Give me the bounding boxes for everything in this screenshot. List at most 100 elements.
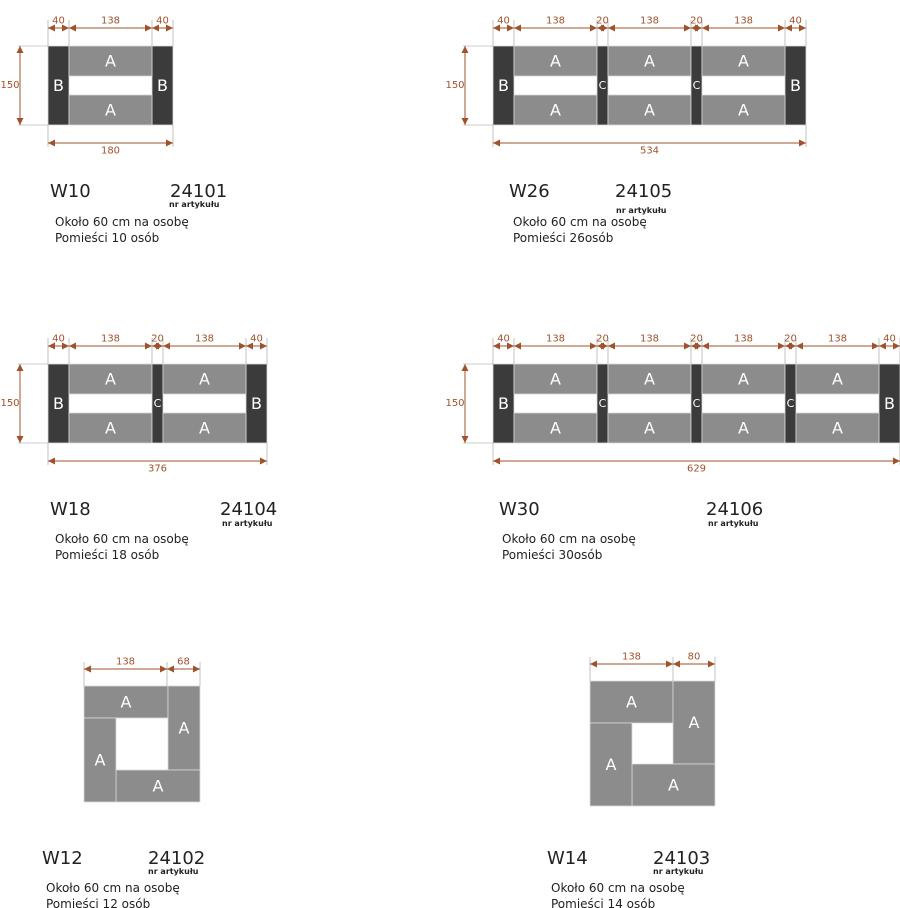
dim-c-w30-0-label: 20 <box>596 334 609 345</box>
article-number-w26: 24105 <box>615 181 673 202</box>
module-c-w30-2 <box>784 363 797 444</box>
article-label-w30: nr artykułu <box>708 519 759 528</box>
dim-b-left-w10-arrow-left <box>48 24 55 32</box>
dim-a-w12-label: 138 <box>116 657 135 668</box>
dim-a-w30-0-arrow-right <box>590 342 597 350</box>
space-per-person-w18: Około 60 cm na osobę <box>55 532 189 546</box>
module-c-label-w18-0: C <box>154 397 162 410</box>
module-a-top-w10-0 <box>68 45 153 77</box>
module-b-left-label-w10: B <box>53 76 64 95</box>
module-a-top-label-w30-3: A <box>832 370 843 389</box>
dim-b-right-w30-arrow-left <box>879 342 886 350</box>
dim-a-w30-1-arrow-right <box>684 342 691 350</box>
dim-height-w30-arrow-bottom <box>461 436 469 443</box>
module-c-w26-0 <box>596 45 609 126</box>
dim-c-w26-0-arrow-right <box>601 24 608 32</box>
module-a-top-w26-2 <box>701 45 786 77</box>
module-a-top-label-w30-1: A <box>644 370 655 389</box>
dim-total-w26-arrow-right <box>799 139 806 147</box>
article-number-w30: 24106 <box>706 499 764 520</box>
module-a-bottom-w18-0 <box>68 412 153 444</box>
module-a-right-label-w12: A <box>179 719 190 738</box>
dim-a-w26-0-label: 138 <box>546 16 565 27</box>
dim-a-w18-0-arrow-right <box>145 342 152 350</box>
article-label-w18: nr artykułu <box>222 519 273 528</box>
article-label-w14: nr artykułu <box>653 867 704 876</box>
capacity-w12: Pomieści 12 osób <box>46 897 151 908</box>
dim-b-left-w26-arrow-right <box>507 24 514 32</box>
dim-height-w26-label: 150 <box>445 80 464 91</box>
module-c-label-w30-2: C <box>787 397 795 410</box>
dim-a-w18-1-label: 138 <box>195 334 214 345</box>
dim-side-w14-arrow-left <box>673 660 680 668</box>
dim-a-w12-arrow-left <box>84 665 91 673</box>
module-b-right-label-w18: B <box>251 394 262 413</box>
module-a-top-label-w30-0: A <box>550 370 561 389</box>
module-a-bottom-label-w14: A <box>668 776 679 795</box>
module-b-right-w30 <box>878 363 900 444</box>
dim-c-w26-1-label: 20 <box>690 16 703 27</box>
dim-total-w10-label: 180 <box>101 146 120 157</box>
module-b-left-label-w30: B <box>498 394 509 413</box>
module-a-bottom-w30-2 <box>701 412 786 444</box>
dim-a-w26-1-arrow-left <box>608 24 615 32</box>
capacity-w14: Pomieści 14 osób <box>551 897 656 908</box>
dim-a-w10-0-arrow-left <box>69 24 76 32</box>
module-a-top-label-w26-1: A <box>644 52 655 71</box>
article-label-w26: nr artykułu <box>616 206 667 215</box>
module-c-w30-0 <box>596 363 609 444</box>
module-a-bottom-label-w26-1: A <box>644 100 655 119</box>
dim-total-w10-arrow-left <box>48 139 55 147</box>
module-a-bottom-label-w18-0: A <box>105 418 116 437</box>
dim-a-w30-0-arrow-left <box>514 342 521 350</box>
dim-b-right-w10-arrow-right <box>166 24 173 32</box>
dim-side-w12-arrow-right <box>193 665 200 673</box>
module-a-bottom-w12 <box>115 769 201 803</box>
capacity-w30: Pomieści 30osób <box>502 548 603 562</box>
space-per-person-w12: Około 60 cm na osobę <box>46 881 180 895</box>
dim-a-w30-3-arrow-right <box>872 342 879 350</box>
dim-height-w26-arrow-bottom <box>461 118 469 125</box>
dim-b-right-w18-arrow-right <box>260 342 267 350</box>
module-a-top-label-w26-2: A <box>738 52 749 71</box>
module-b-right-label-w30: B <box>884 394 895 413</box>
module-a-bottom-label-w26-2: A <box>738 100 749 119</box>
module-a-bottom-label-w30-1: A <box>644 418 655 437</box>
module-a-top-label-w26-0: A <box>550 52 561 71</box>
dim-a-w14-label: 138 <box>622 652 641 663</box>
capacity-w10: Pomieści 10 osób <box>55 231 160 245</box>
dim-side-w14-label: 80 <box>688 652 701 663</box>
dim-height-w30-label: 150 <box>445 398 464 409</box>
dim-b-right-w10-label: 40 <box>156 16 169 27</box>
module-a-bottom-label-w10-0: A <box>105 100 116 119</box>
dim-c-w30-2-arrow-right <box>789 342 796 350</box>
module-a-top-w12 <box>83 685 169 719</box>
module-a-left-label-w14: A <box>606 755 617 774</box>
dim-b-right-w26-label: 40 <box>789 16 802 27</box>
dim-side-w14-arrow-right <box>708 660 715 668</box>
dim-a-w30-2-arrow-left <box>702 342 709 350</box>
set-code-w14: W14 <box>547 848 588 869</box>
dim-c-w30-2-label: 20 <box>784 334 797 345</box>
capacity-w26: Pomieści 26osób <box>513 231 614 245</box>
dim-height-w26-arrow-top <box>461 46 469 53</box>
module-c-w30-1 <box>690 363 703 444</box>
dim-a-w30-2-label: 138 <box>734 334 753 345</box>
article-label-w12: nr artykułu <box>148 867 199 876</box>
dim-b-left-w30-label: 40 <box>497 334 510 345</box>
module-a-bottom-label-w12: A <box>153 777 164 796</box>
article-number-w18: 24104 <box>220 499 278 520</box>
dim-total-w18-arrow-left <box>48 457 55 465</box>
module-a-top-label-w10-0: A <box>105 52 116 71</box>
module-a-top-w30-0 <box>513 363 598 395</box>
dim-a-w30-3-arrow-left <box>796 342 803 350</box>
dim-b-right-w30-arrow-right <box>893 342 900 350</box>
dim-total-w30-label: 629 <box>687 464 706 475</box>
dim-a-w26-1-label: 138 <box>640 16 659 27</box>
article-number-w14: 24103 <box>653 848 711 869</box>
